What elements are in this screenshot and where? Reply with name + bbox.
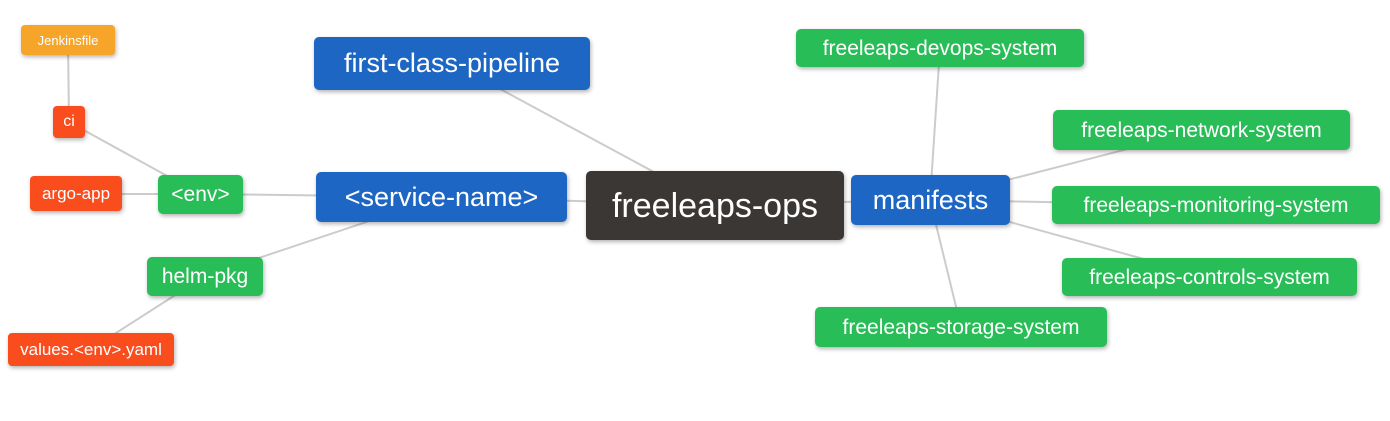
edge-manifests-devops bbox=[929, 47, 941, 201]
node-storage-system[interactable]: freeleaps-storage-system bbox=[815, 307, 1107, 347]
node-helm-pkg[interactable]: helm-pkg bbox=[147, 257, 263, 296]
node-env[interactable]: <env> bbox=[158, 175, 243, 214]
node-first-class-pipeline[interactable]: first-class-pipeline bbox=[314, 37, 590, 90]
node-freeleaps-ops-root[interactable]: freeleaps-ops bbox=[586, 171, 844, 240]
node-devops-system[interactable]: freeleaps-devops-system bbox=[796, 29, 1084, 67]
node-monitoring-system[interactable]: freeleaps-monitoring-system bbox=[1052, 186, 1380, 224]
node-jenkinsfile[interactable]: Jenkinsfile bbox=[21, 25, 115, 55]
node-manifests[interactable]: manifests bbox=[851, 175, 1010, 225]
node-ci[interactable]: ci bbox=[53, 106, 85, 138]
node-values-env-yaml[interactable]: values.<env>.yaml bbox=[8, 333, 174, 366]
node-argo-app[interactable]: argo-app bbox=[30, 176, 122, 211]
node-network-system[interactable]: freeleaps-network-system bbox=[1053, 110, 1350, 150]
node-service-name[interactable]: <service-name> bbox=[316, 172, 567, 222]
node-controls-system[interactable]: freeleaps-controls-system bbox=[1062, 258, 1357, 296]
